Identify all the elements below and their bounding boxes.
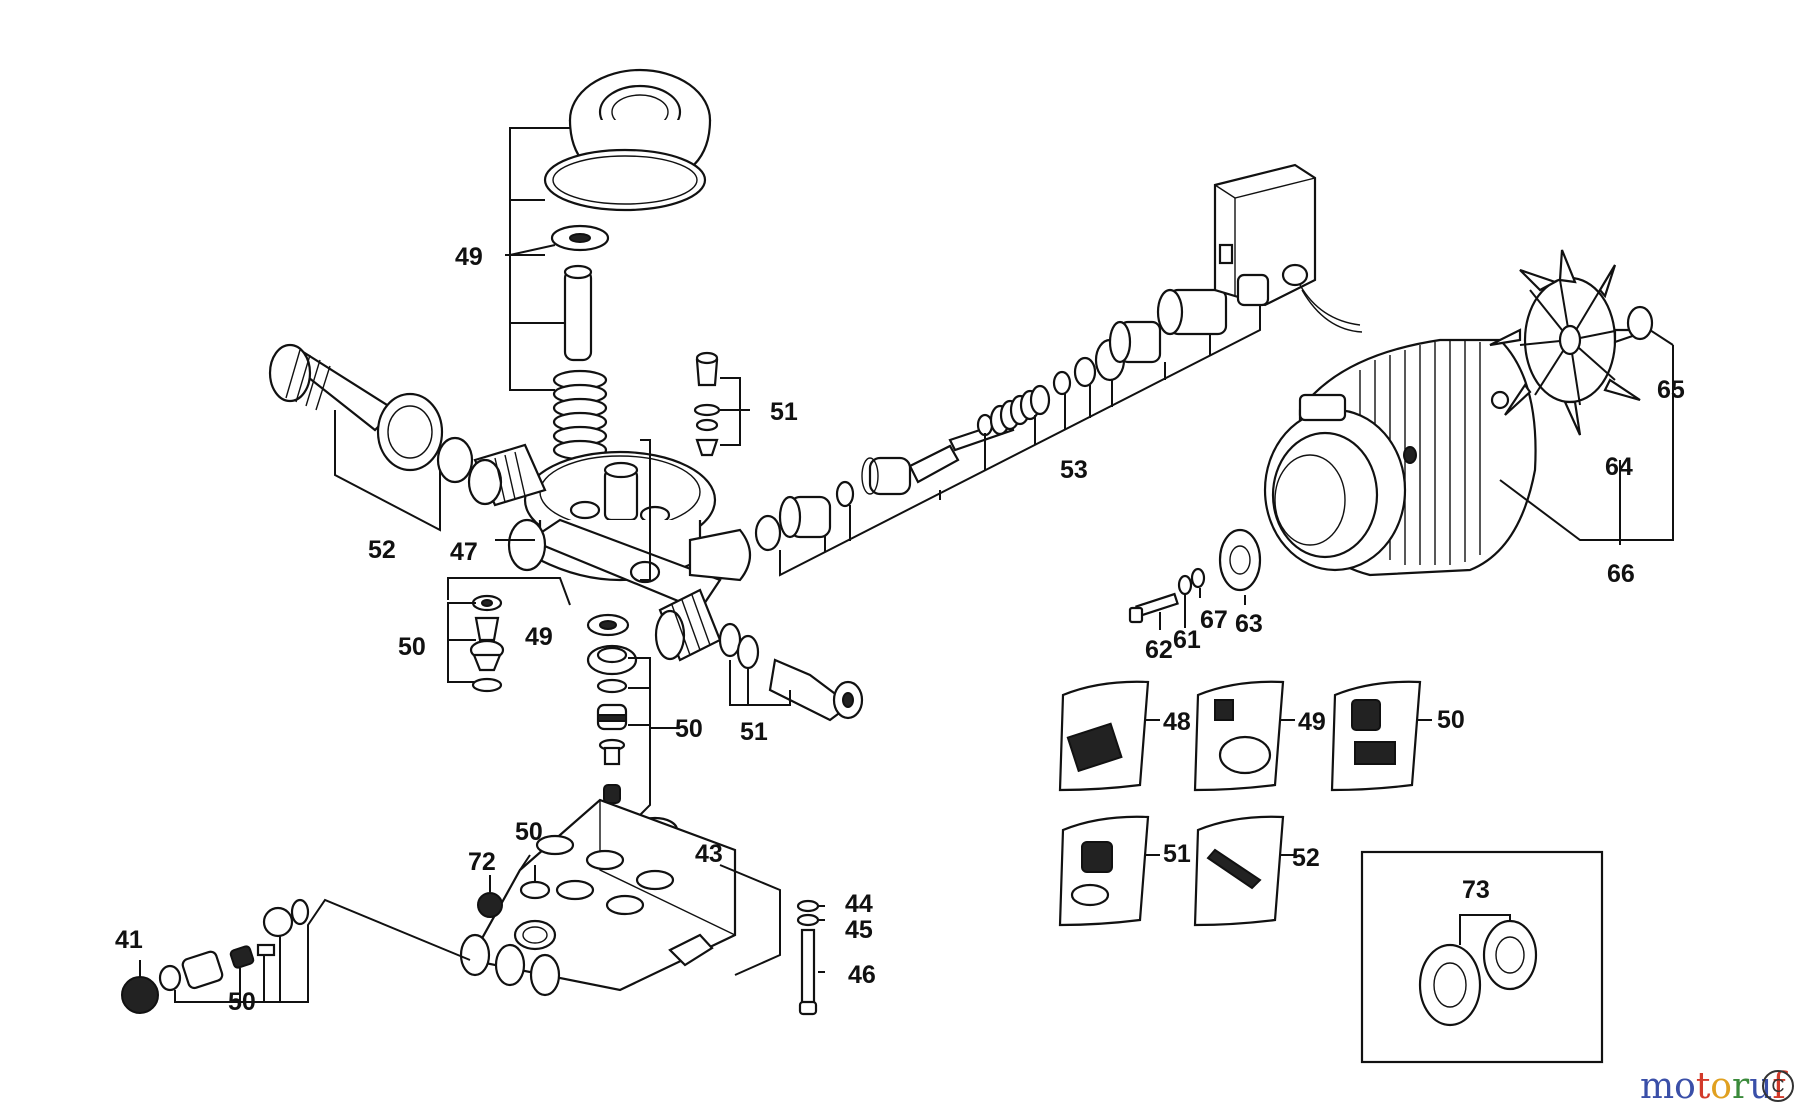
brand-letter: m (1640, 1066, 1675, 1107)
brand-letter: t (1695, 1066, 1711, 1107)
part-label: 61 (1173, 626, 1201, 654)
part-label: 50 (515, 818, 543, 846)
bearing-box (1360, 850, 1604, 1064)
part-label: 47 (450, 538, 478, 566)
seal-ring (519, 865, 551, 900)
part-label: 66 (1607, 560, 1635, 588)
part-label: 43 (695, 840, 723, 868)
switch-box (1213, 163, 1363, 333)
pump-head (495, 439, 752, 612)
grease-nipple (693, 351, 750, 457)
inlet-fitting (268, 343, 474, 532)
outlet-fitting (654, 588, 864, 722)
part-label: 53 (1060, 456, 1088, 484)
part-label: 62 (1145, 636, 1173, 664)
motor (1263, 338, 1674, 577)
part-label: 52 (368, 536, 396, 564)
bolt-and-washers (1128, 528, 1262, 630)
part-label: 49 (525, 623, 553, 651)
part-label: 50 (228, 988, 256, 1016)
part-label: 51 (1163, 840, 1191, 868)
part-label: 73 (1462, 876, 1490, 904)
repair-kit-51 (1058, 815, 1160, 927)
piston-shaft-assembly (754, 288, 1261, 577)
corner-mark: C (1762, 1070, 1794, 1102)
part-label: 52 (1292, 844, 1320, 872)
retaining-ring (1626, 305, 1674, 346)
part-label: 72 (468, 848, 496, 876)
unloader-valve-row (121, 898, 471, 1014)
part-labels: 49 52 47 51 53 50 49 50 51 50 72 43 44 4… (115, 243, 1685, 1016)
brand-letter: r (1731, 1066, 1750, 1107)
brand-letter: o (1710, 1066, 1732, 1107)
part-label: 63 (1235, 610, 1263, 638)
plug (477, 875, 503, 918)
part-label: 50 (398, 633, 426, 661)
part-label: 50 (675, 715, 703, 743)
part-label: 64 (1605, 453, 1633, 481)
part-label: 44 (845, 890, 873, 918)
valve-cap-assembly (505, 68, 712, 461)
part-label: 50 (1437, 706, 1465, 734)
part-label: 45 (845, 916, 873, 944)
repair-kit-49 (1193, 680, 1295, 792)
part-label: 41 (115, 926, 143, 954)
cooling-fan (1489, 249, 1651, 545)
check-valve-stack-left (447, 577, 571, 693)
manifold-block (459, 798, 781, 997)
inlet-spigot (467, 443, 547, 507)
repair-kit-50 (1330, 680, 1432, 792)
repair-kit-48 (1058, 680, 1160, 792)
part-label: 67 (1200, 606, 1228, 634)
part-label: 48 (1163, 708, 1191, 736)
part-label: 46 (848, 961, 876, 989)
repair-kit-52 (1193, 815, 1295, 927)
brand-letter: o (1674, 1066, 1696, 1107)
part-label: 51 (740, 718, 768, 746)
part-label: 49 (1298, 708, 1326, 736)
manifold-bolt (796, 899, 825, 1016)
part-label: 65 (1657, 376, 1685, 404)
part-label: 49 (455, 243, 483, 271)
part-label: 51 (770, 398, 798, 426)
